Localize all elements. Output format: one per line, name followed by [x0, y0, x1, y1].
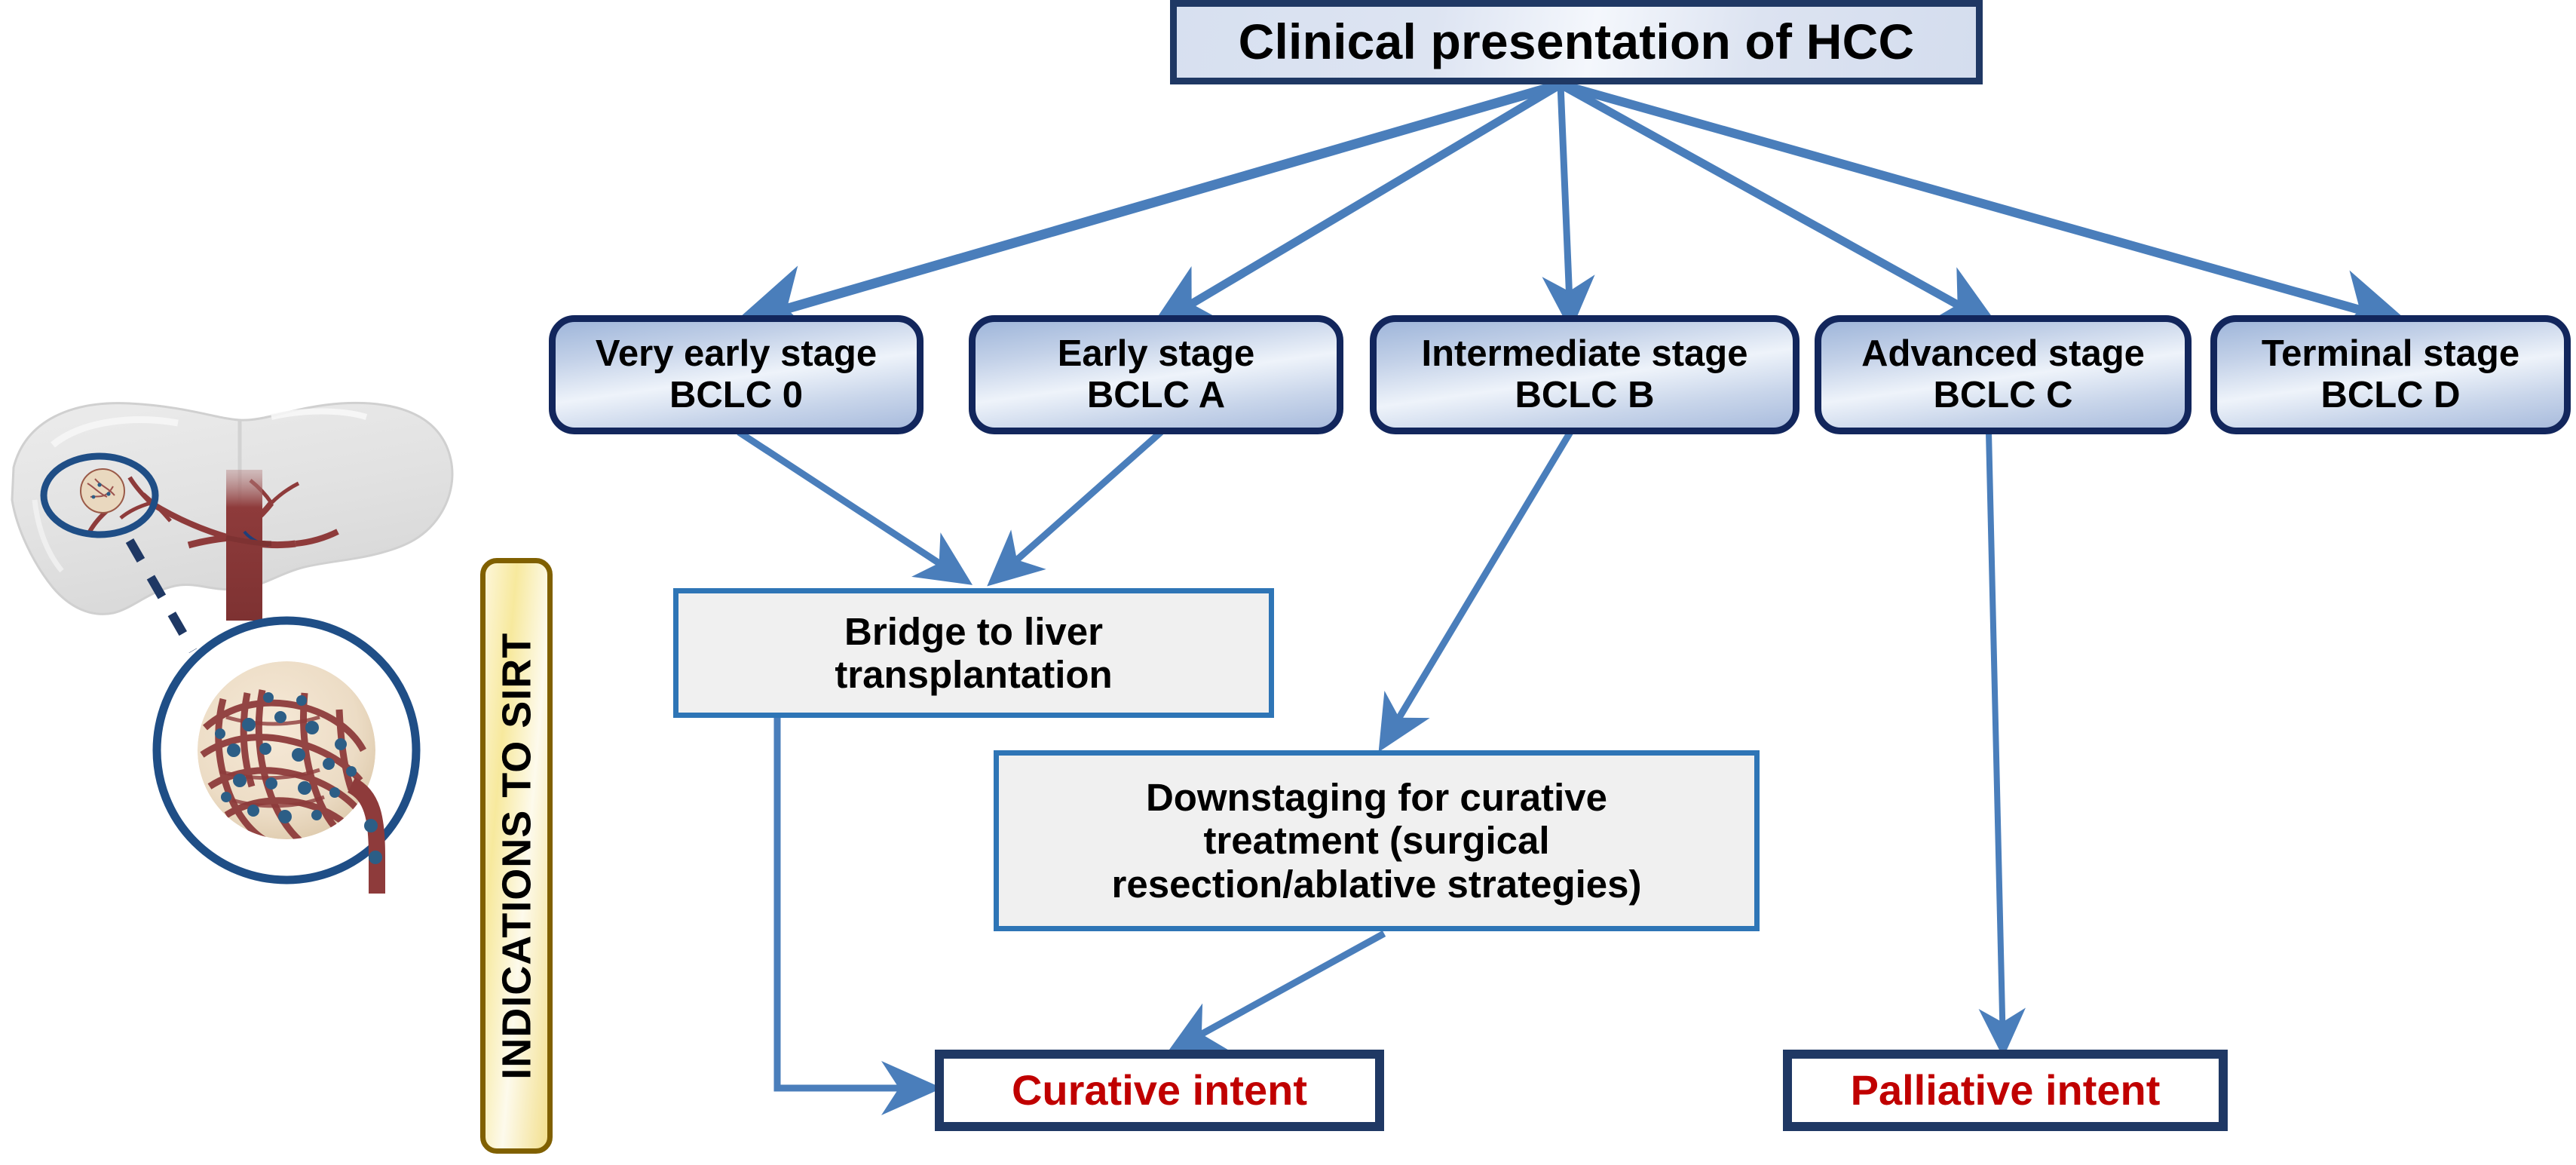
outcome-label: Palliative intent [1850, 1065, 2161, 1114]
stage-label-line1: Early stage [1057, 333, 1255, 375]
root-node-clinical-presentation[interactable]: Clinical presentation of HCC [1170, 0, 1983, 84]
outcome-box-palliative-intent[interactable]: Palliative intent [1783, 1050, 2228, 1131]
process-label-line2: transplantation [835, 653, 1113, 696]
primary-tumor-marker [40, 452, 159, 538]
process-box-bridge-to-liver-transplantation[interactable]: Bridge to liver transplantation [673, 588, 1274, 718]
stage-box-terminal[interactable]: Terminal stage BCLC D [2210, 315, 2571, 434]
liver-illustration [11, 401, 454, 894]
outcome-label: Curative intent [1011, 1065, 1308, 1114]
process-label-line1: Bridge to liver [844, 609, 1103, 653]
stage-label-line2: BCLC 0 [669, 375, 803, 415]
outcome-box-curative-intent[interactable]: Curative intent [935, 1050, 1384, 1131]
process-box-downstaging-for-curative-treatment[interactable]: Downstaging for curative treatment (surg… [994, 750, 1760, 931]
microspheres [215, 692, 357, 823]
leader-dashed-line [125, 538, 198, 653]
tumor-magnified-inset [152, 616, 421, 894]
stage-label-line1: Very early stage [595, 333, 878, 375]
process-label-line3: resection/ablative strategies) [1111, 862, 1642, 906]
process-label-line1: Downstaging for curative [1145, 776, 1608, 820]
stage-box-advanced[interactable]: Advanced stage BCLC C [1815, 315, 2192, 434]
stage-box-early[interactable]: Early stage BCLC A [969, 315, 1343, 434]
root-label: Clinical presentation of HCC [1238, 14, 1915, 70]
indications-to-sirt-banner[interactable]: INDICATIONS TO SIRT [480, 558, 553, 1154]
stage-label-line1: Intermediate stage [1421, 333, 1748, 375]
sirt-label: INDICATIONS TO SIRT [493, 632, 539, 1080]
stage-label-line1: Advanced stage [1861, 333, 2145, 375]
stage-label-line2: BCLC C [1933, 375, 2073, 415]
stage-label-line2: BCLC B [1515, 375, 1655, 415]
stage-label-line2: BCLC A [1086, 375, 1226, 415]
process-label-line2: treatment (surgical [1203, 819, 1550, 863]
stage-label-line2: BCLC D [2320, 375, 2461, 415]
stage-label-line1: Terminal stage [2261, 333, 2520, 375]
stage-box-intermediate[interactable]: Intermediate stage BCLC B [1370, 315, 1800, 434]
stage-box-very-early[interactable]: Very early stage BCLC 0 [549, 315, 924, 434]
